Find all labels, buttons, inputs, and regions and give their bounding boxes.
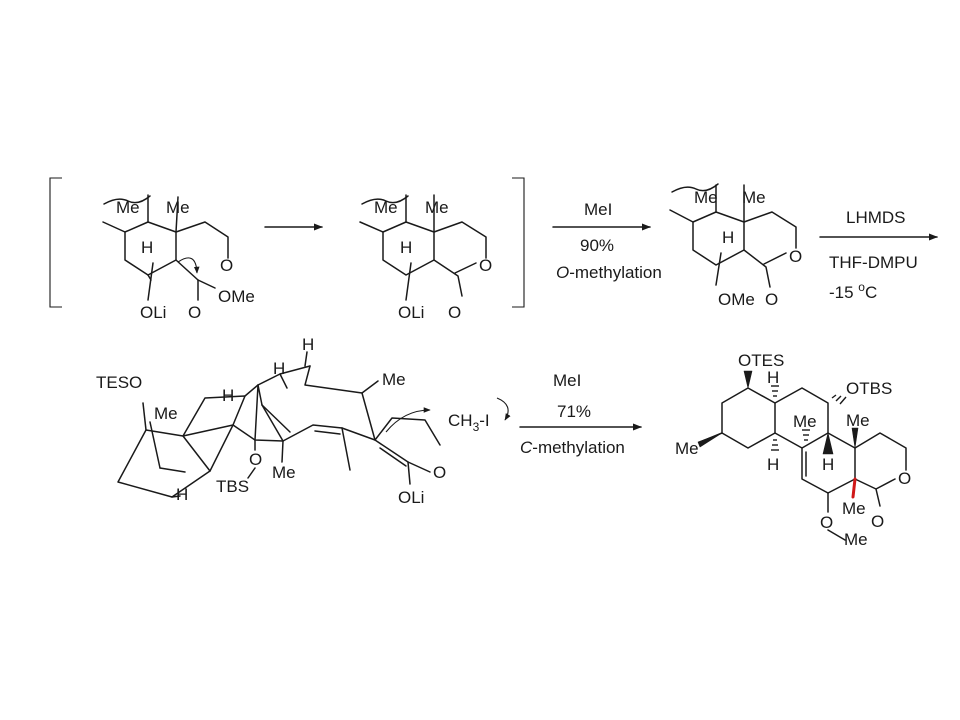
molecule-methyl-enol-ether: Me Me H O OMe O: [669, 183, 802, 309]
methyl-label: Me: [166, 198, 190, 217]
step2-solvent: THF-DMPU: [829, 253, 918, 272]
hydrogen-label: H: [302, 335, 314, 354]
lithium-enolate-label: OLi: [398, 488, 424, 507]
molecule-product: OTES H OTBS Me Me Me H H O Me O O Me: [675, 351, 911, 549]
ring-oxygen-label: O: [789, 247, 802, 266]
carbonyl-oxygen-label: O: [765, 290, 778, 309]
lithium-enolate-label: OLi: [398, 303, 424, 322]
methyl-label: Me: [742, 188, 766, 207]
ring-oxygen-label: O: [479, 256, 492, 275]
hashed-bond: [831, 394, 847, 405]
hydrogen-label: H: [822, 455, 834, 474]
bracket-left: [49, 177, 62, 308]
tes-ether-label: OTES: [738, 351, 784, 370]
molecule-enolate-carbonate: Me Me H O OMe OLi O: [102, 194, 255, 322]
ring-oxygen-label: O: [220, 256, 233, 275]
methyl-label: Me: [272, 463, 296, 482]
ring-oxygen-label: O: [898, 469, 911, 488]
methoxy-label: OMe: [718, 290, 755, 309]
molecule-lactone-enolate: Me Me H O OLi O: [359, 194, 492, 322]
tes-ether-label: TESO: [96, 373, 142, 392]
hashed-bond: [802, 429, 810, 441]
methyl-label: Me: [844, 530, 868, 549]
hydrogen-label: H: [176, 485, 188, 504]
molecule-transition-state: TESO Me H H H H Me O TBS Me O OLi: [96, 335, 446, 507]
lithium-enolate-label: OLi: [140, 303, 166, 322]
methyl-label: Me: [425, 198, 449, 217]
step1-note: O-methylation: [556, 263, 662, 282]
step3-reagent: MeI: [553, 371, 581, 390]
hydrogen-label: H: [400, 238, 412, 257]
methyl-iodide-label: CH3-I: [448, 411, 490, 434]
hydrogen-label: H: [141, 238, 153, 257]
step2-arrow: LHMDS THF-DMPU -15 oC: [819, 208, 938, 302]
hashed-bond: [771, 439, 779, 451]
step3-note: C-methylation: [520, 438, 625, 457]
carbonyl-oxygen-label: O: [871, 512, 884, 531]
carbonyl-oxygen-label: O: [448, 303, 461, 322]
step2-reagent: LHMDS: [846, 208, 906, 227]
bracket-right: [512, 177, 525, 308]
step2-temperature: -15 oC: [829, 280, 877, 302]
methyl-label: Me: [154, 404, 178, 423]
hydrogen-label: H: [767, 368, 779, 387]
step1-arrow: MeI 90% O-methylation: [552, 200, 662, 282]
methyl-label: Me: [116, 198, 140, 217]
hashed-bond: [771, 385, 779, 397]
methyl-label: Me: [846, 411, 870, 430]
step3-arrow: MeI 71% C-methylation: [519, 371, 642, 457]
methyl-label: Me: [793, 412, 817, 431]
methyl-iodide: CH3-I: [448, 397, 511, 434]
step1-yield: 90%: [580, 236, 614, 255]
hydrogen-label: H: [767, 455, 779, 474]
tbs-ether-label: OTBS: [846, 379, 892, 398]
silyl-oxygen-label: O: [249, 450, 262, 469]
enol-ether-oxygen-label: O: [820, 513, 833, 532]
carbonyl-oxygen-label: O: [188, 303, 201, 322]
hydrogen-label: H: [273, 359, 285, 378]
ring-oxygen-label: O: [433, 463, 446, 482]
step3-yield: 71%: [557, 402, 591, 421]
hydrogen-label: H: [722, 228, 734, 247]
hydrogen-label: H: [222, 386, 234, 405]
methyl-label: Me: [374, 198, 398, 217]
methyl-label: Me: [694, 188, 718, 207]
methoxy-label: OMe: [218, 287, 255, 306]
methyl-label: Me: [675, 439, 699, 458]
methyl-label: Me: [382, 370, 406, 389]
quaternary-methyl-label: Me: [842, 499, 866, 518]
tbs-label: TBS: [216, 477, 249, 496]
step1-reagent: MeI: [584, 200, 612, 219]
